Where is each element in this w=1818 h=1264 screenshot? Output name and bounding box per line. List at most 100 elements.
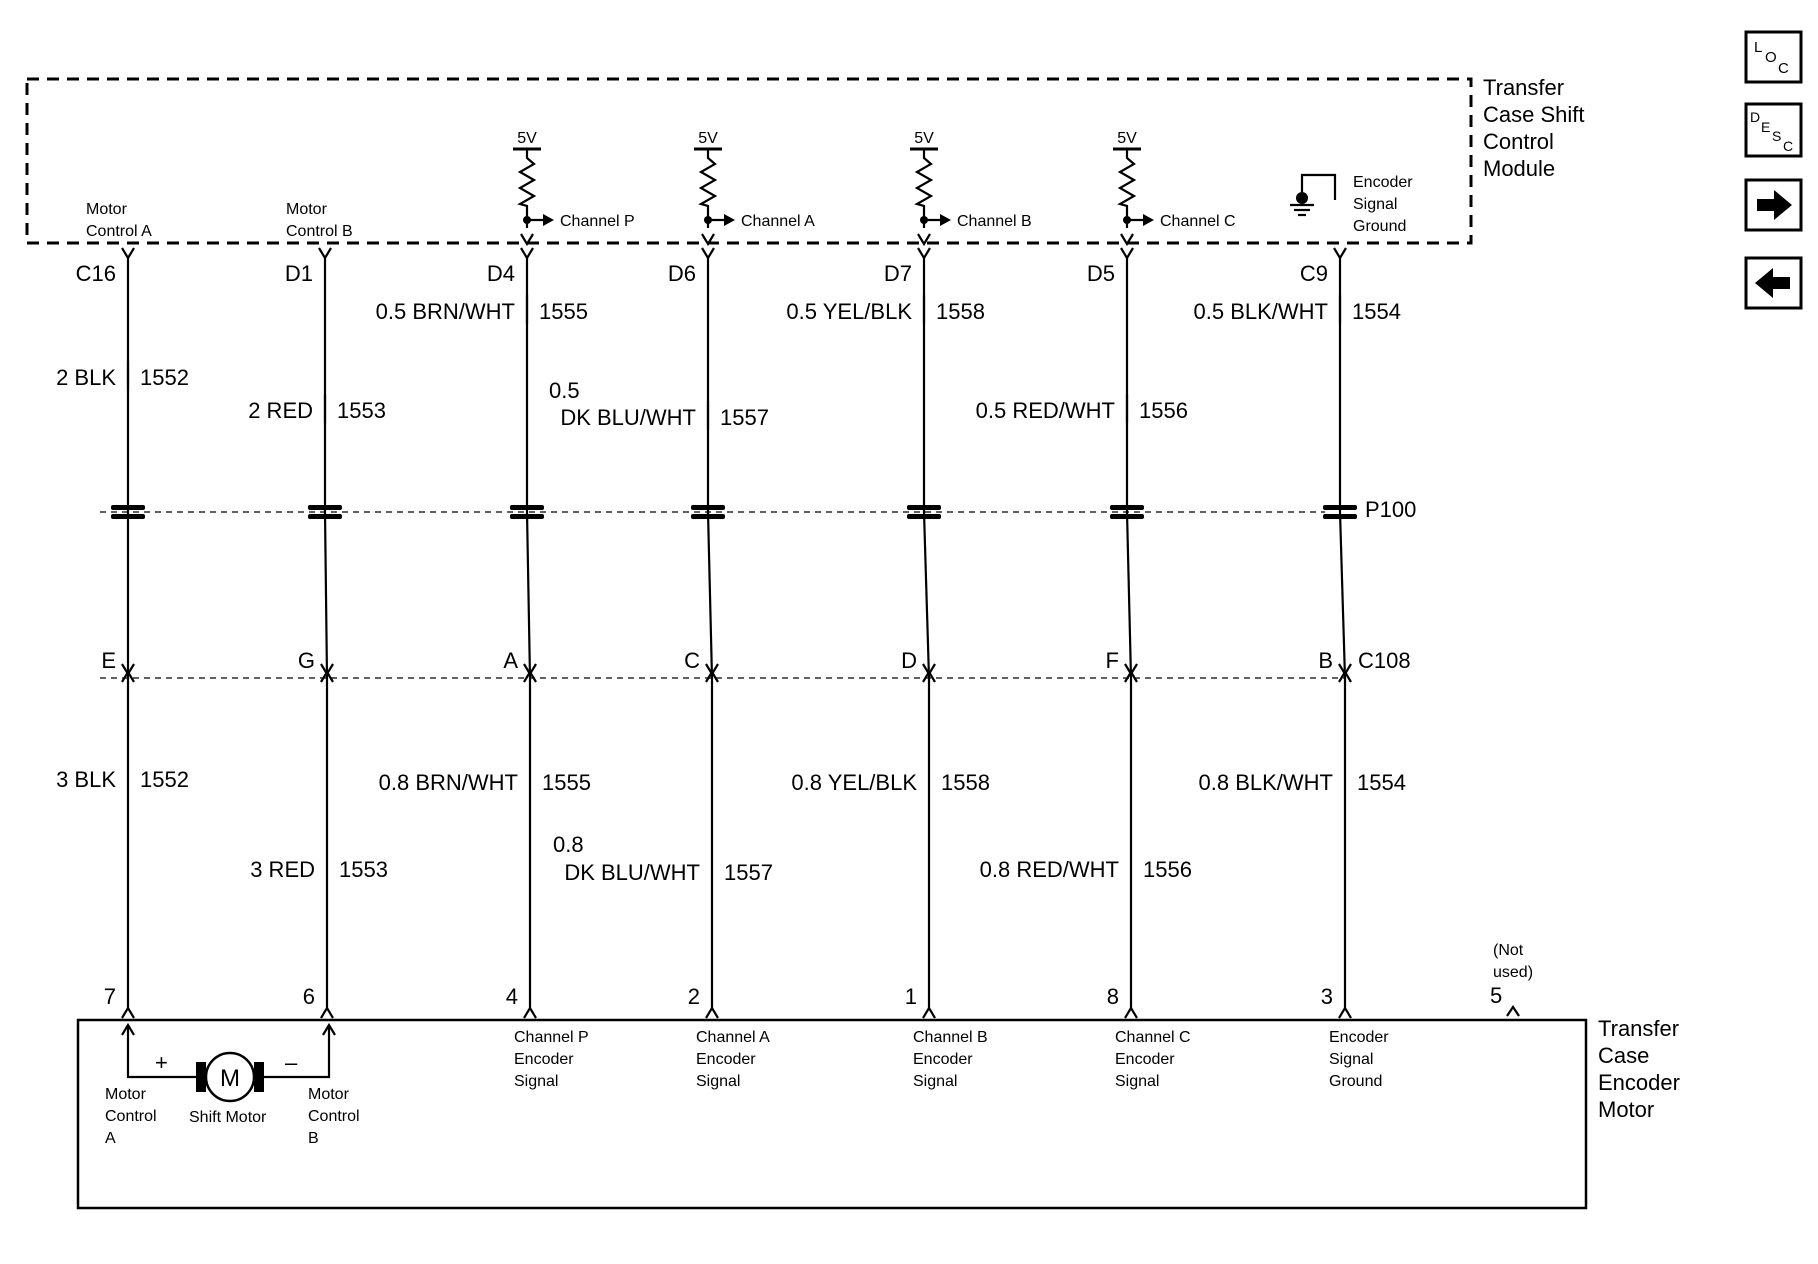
top-circuit-number: 1557 <box>720 405 769 430</box>
p100-terminal-upper <box>691 505 725 510</box>
encoder-signal-label: Channel P <box>514 1029 589 1046</box>
p100-terminal-upper <box>907 505 941 510</box>
top-pin-terminal <box>1120 247 1134 261</box>
loc-button[interactable]: L O C <box>1744 30 1803 84</box>
p100-terminal-upper <box>1323 505 1357 510</box>
top-motor-a-label-1: Motor <box>86 201 128 218</box>
shift-module-title-3: Control <box>1483 129 1554 154</box>
desc-button[interactable]: D E S C <box>1744 102 1803 158</box>
encoder-signal-label: Encoder <box>913 1051 973 1068</box>
top-circuit-number: 1556 <box>1139 398 1188 423</box>
next-button[interactable] <box>1744 178 1803 232</box>
c108-label: C108 <box>1358 648 1411 673</box>
encoder-ground-symbol <box>1290 173 1337 217</box>
bottom-pin-terminal <box>922 1005 936 1019</box>
c108-pin-label: A <box>503 648 518 673</box>
c108-male-terminal <box>922 669 936 683</box>
bottom-pin-label: 3 <box>1321 984 1333 1009</box>
arrow-right-icon <box>543 214 554 226</box>
resistor <box>914 149 934 228</box>
top-pin-label: C9 <box>1300 261 1328 286</box>
top-pin-terminal <box>520 247 534 261</box>
top-pin-label: D7 <box>884 261 912 286</box>
bottom-pin-terminal <box>1338 1005 1352 1019</box>
encoder-signal-label: Encoder <box>1115 1051 1175 1068</box>
encoder-motor-module-boundary <box>76 1018 1588 1210</box>
bottom-motor-a-label-1: Motor <box>105 1086 147 1103</box>
bottom-pin-terminal <box>121 1005 135 1019</box>
encoder-module-title-2: Case <box>1598 1043 1649 1068</box>
top-pin-label: C16 <box>76 261 116 286</box>
bottom-pin-label: 1 <box>905 984 917 1009</box>
top-pin-label: D5 <box>1087 261 1115 286</box>
bottom-circuit-number: 1554 <box>1357 770 1406 795</box>
bottom-pin-label: 2 <box>688 984 700 1009</box>
top-wire-color: DK BLU/WHT <box>560 405 696 430</box>
encoder-signal-label: Ground <box>1329 1073 1382 1090</box>
not-used-label-1: (Not <box>1493 942 1524 959</box>
p100-terminal-lower <box>1110 514 1144 519</box>
top-motor-a-label-2: Control A <box>86 223 152 240</box>
bottom-pin-label: 4 <box>506 984 518 1009</box>
loc-letter-1: L <box>1754 39 1762 56</box>
encoder-signal-label: Signal <box>1115 1073 1159 1090</box>
channel-label: Channel P <box>560 213 635 230</box>
c108-pin-label: D <box>901 648 917 673</box>
p100-label: P100 <box>1365 497 1416 522</box>
motor-symbol-letter: M <box>220 1065 240 1092</box>
top-pin-label: D1 <box>285 261 313 286</box>
encoder-module-title-1: Transfer <box>1598 1016 1679 1041</box>
encoder-signal-label: Encoder <box>696 1051 756 1068</box>
top-motor-b-label-2: Control B <box>286 223 353 240</box>
wire-1558 <box>922 258 931 1008</box>
bottom-pin-terminal <box>523 1005 537 1019</box>
shift-motor-label: Shift Motor <box>189 1109 267 1126</box>
not-used-pin: 5 <box>1490 983 1502 1008</box>
p100-terminal-upper <box>510 505 544 510</box>
left-arrow-icon <box>1755 268 1790 298</box>
channel-label: Channel C <box>1160 213 1236 230</box>
shift-module-title-1: Transfer <box>1483 75 1564 100</box>
bottom-wire-gauge: 0.8 <box>553 832 584 857</box>
encoder-signal-label: Signal <box>913 1073 957 1090</box>
shift-motor-symbol: M <box>121 1022 336 1103</box>
loc-letter-2: O <box>1765 49 1777 66</box>
encoder-signal-label: Encoder <box>514 1051 574 1068</box>
c108-male-terminal <box>121 669 135 683</box>
wire-1557 <box>706 258 714 1008</box>
arrow-right-icon <box>940 214 951 226</box>
shift-module-title-4: Module <box>1483 156 1555 181</box>
channel-label: Channel A <box>741 213 815 230</box>
top-wire-color: 0.5 BRN/WHT <box>376 299 515 324</box>
wire-1553 <box>323 258 329 1008</box>
top-wire-color: 0.5 RED/WHT <box>976 398 1115 423</box>
bottom-wire-color: 0.8 BLK/WHT <box>1199 770 1333 795</box>
prev-button[interactable] <box>1744 256 1803 310</box>
top-wire-color: 2 BLK <box>56 365 116 390</box>
top-circuit-number: 1555 <box>539 299 588 324</box>
bottom-wire-color: 0.8 RED/WHT <box>980 857 1119 882</box>
top-pin-label: D4 <box>487 261 515 286</box>
top-pin-terminal <box>917 247 931 261</box>
top-pin-terminal <box>701 247 715 261</box>
c108-pin-label: B <box>1318 648 1333 673</box>
c108-pin-label: F <box>1106 648 1119 673</box>
top-pin-label: D6 <box>668 261 696 286</box>
bottom-motor-a-label-2: Control <box>105 1108 157 1125</box>
p100-terminal-upper <box>111 505 145 510</box>
desc-letter-4: C <box>1783 138 1793 154</box>
encoder-signal-label: Signal <box>1329 1051 1373 1068</box>
resistor <box>1117 149 1137 228</box>
bottom-circuit-number: 1556 <box>1143 857 1192 882</box>
bottom-pin-terminal <box>320 1005 334 1019</box>
c108-pin-label: E <box>101 648 116 673</box>
p100-terminal-upper <box>1110 505 1144 510</box>
